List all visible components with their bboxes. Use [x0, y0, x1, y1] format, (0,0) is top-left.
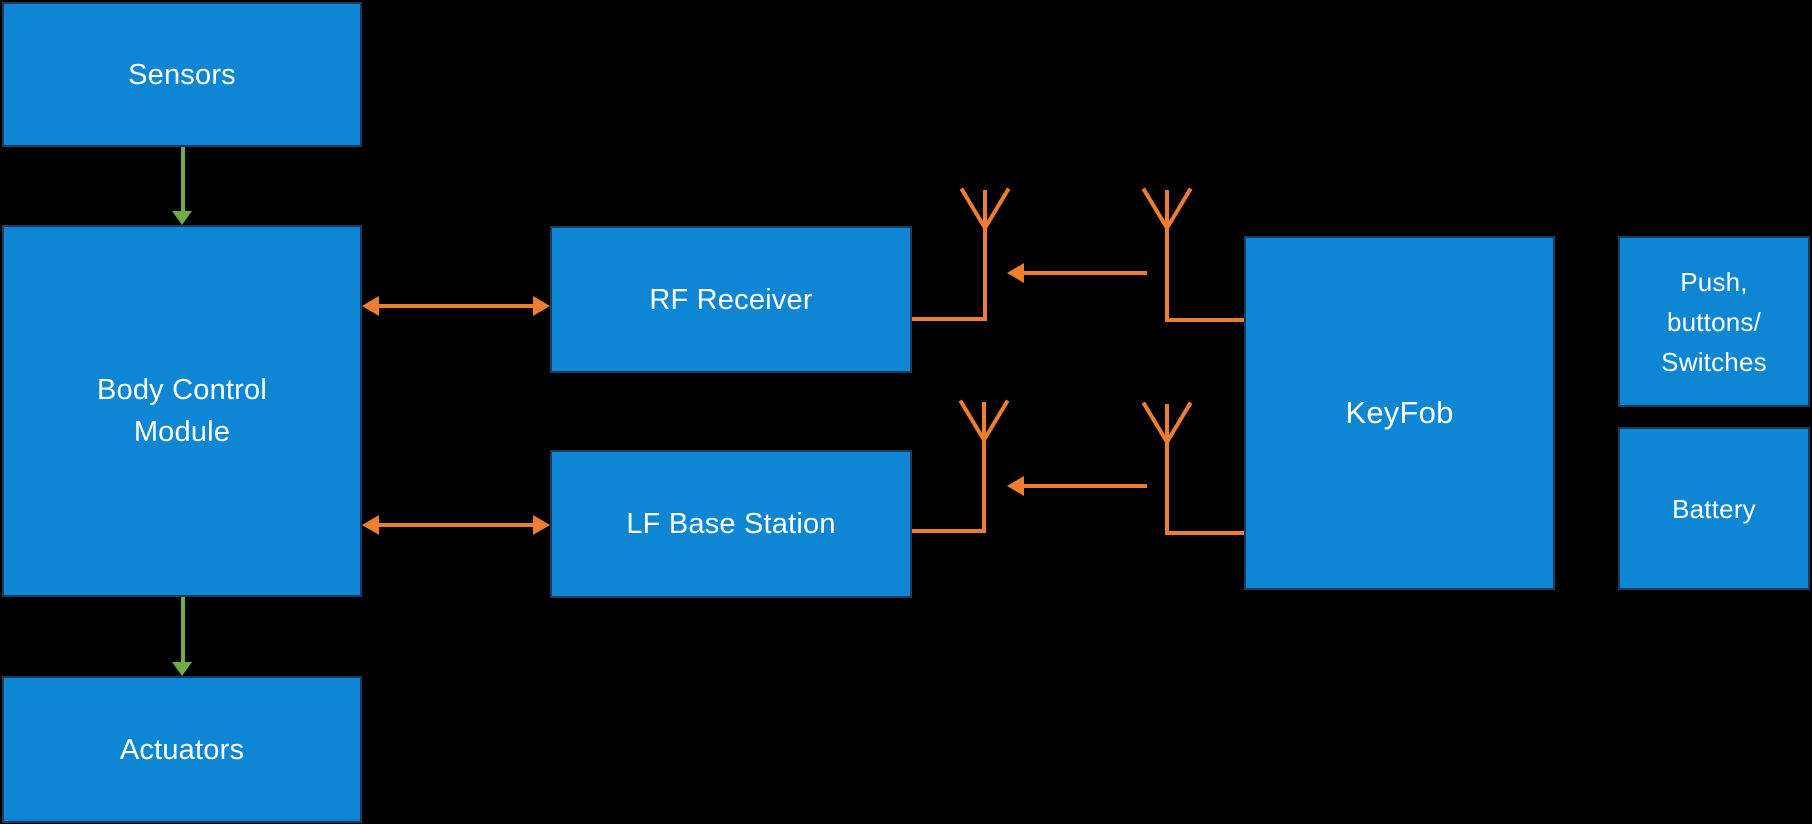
node-rf-receiver-label: RF Receiver [649, 283, 813, 316]
arrow-bcm-to-actuators-stem [181, 597, 185, 663]
node-body-control-module: Body Control Module [2, 225, 362, 597]
node-push-buttons-switches-label-line1: Push, [1680, 266, 1748, 297]
node-sensors-label: Sensors [128, 58, 236, 91]
antenna-mast [983, 190, 987, 321]
arrow-down-icon [172, 211, 192, 225]
arrow-bcm-rf-stem [378, 304, 534, 308]
arrow-keyfob-to-rf-stem [1024, 271, 1147, 275]
node-lf-base-station: LF Base Station [550, 450, 912, 598]
arrow-right-icon [533, 515, 550, 535]
arrow-keyfob-to-lf-stem [1024, 484, 1147, 488]
node-rf-receiver: RF Receiver [550, 226, 912, 373]
antenna-icon [1141, 401, 1193, 535]
antenna-icon [959, 187, 1011, 321]
node-battery-label: Battery [1672, 493, 1756, 524]
lf-antenna-feedline [912, 529, 986, 533]
antenna-arm [983, 187, 1011, 230]
node-body-control-module-label-line1: Body Control [96, 374, 268, 406]
node-sensors: Sensors [2, 2, 362, 147]
antenna-arm [982, 399, 1010, 442]
node-keyfob-label: KeyFob [1345, 395, 1454, 430]
antenna-icon [958, 399, 1010, 533]
node-push-buttons-switches-label-line2: buttons/ [1666, 306, 1762, 337]
node-push-buttons-switches-label-line3: Switches [1661, 346, 1767, 377]
arrow-bcm-lf-stem [378, 523, 534, 527]
arrow-left-icon [1007, 263, 1024, 283]
arrow-down-icon [172, 662, 192, 676]
antenna-mast [982, 402, 986, 533]
antenna-arm [1165, 187, 1193, 230]
node-lf-base-station-label: LF Base Station [626, 508, 836, 540]
node-push-buttons-switches: Push, buttons/ Switches [1618, 236, 1810, 407]
keyfob-rf-antenna-feedline [1167, 318, 1244, 322]
node-actuators-label: Actuators [119, 733, 245, 766]
arrow-left-icon [1007, 476, 1024, 496]
arrow-left-icon [362, 515, 379, 535]
antenna-mast [1165, 190, 1169, 322]
antenna-icon [1141, 187, 1193, 322]
node-body-control-module-label-line2: Module [133, 416, 231, 448]
keyfob-lf-antenna-feedline [1167, 531, 1244, 535]
node-battery: Battery [1618, 427, 1810, 590]
arrow-sensors-to-bcm-stem [181, 147, 185, 213]
rf-antenna-feedline [912, 317, 987, 321]
node-actuators: Actuators [2, 676, 362, 823]
node-keyfob: KeyFob [1244, 236, 1555, 590]
arrow-left-icon [362, 296, 379, 316]
arrow-right-icon [533, 296, 550, 316]
antenna-mast [1165, 404, 1169, 535]
antenna-arm [1165, 401, 1193, 444]
